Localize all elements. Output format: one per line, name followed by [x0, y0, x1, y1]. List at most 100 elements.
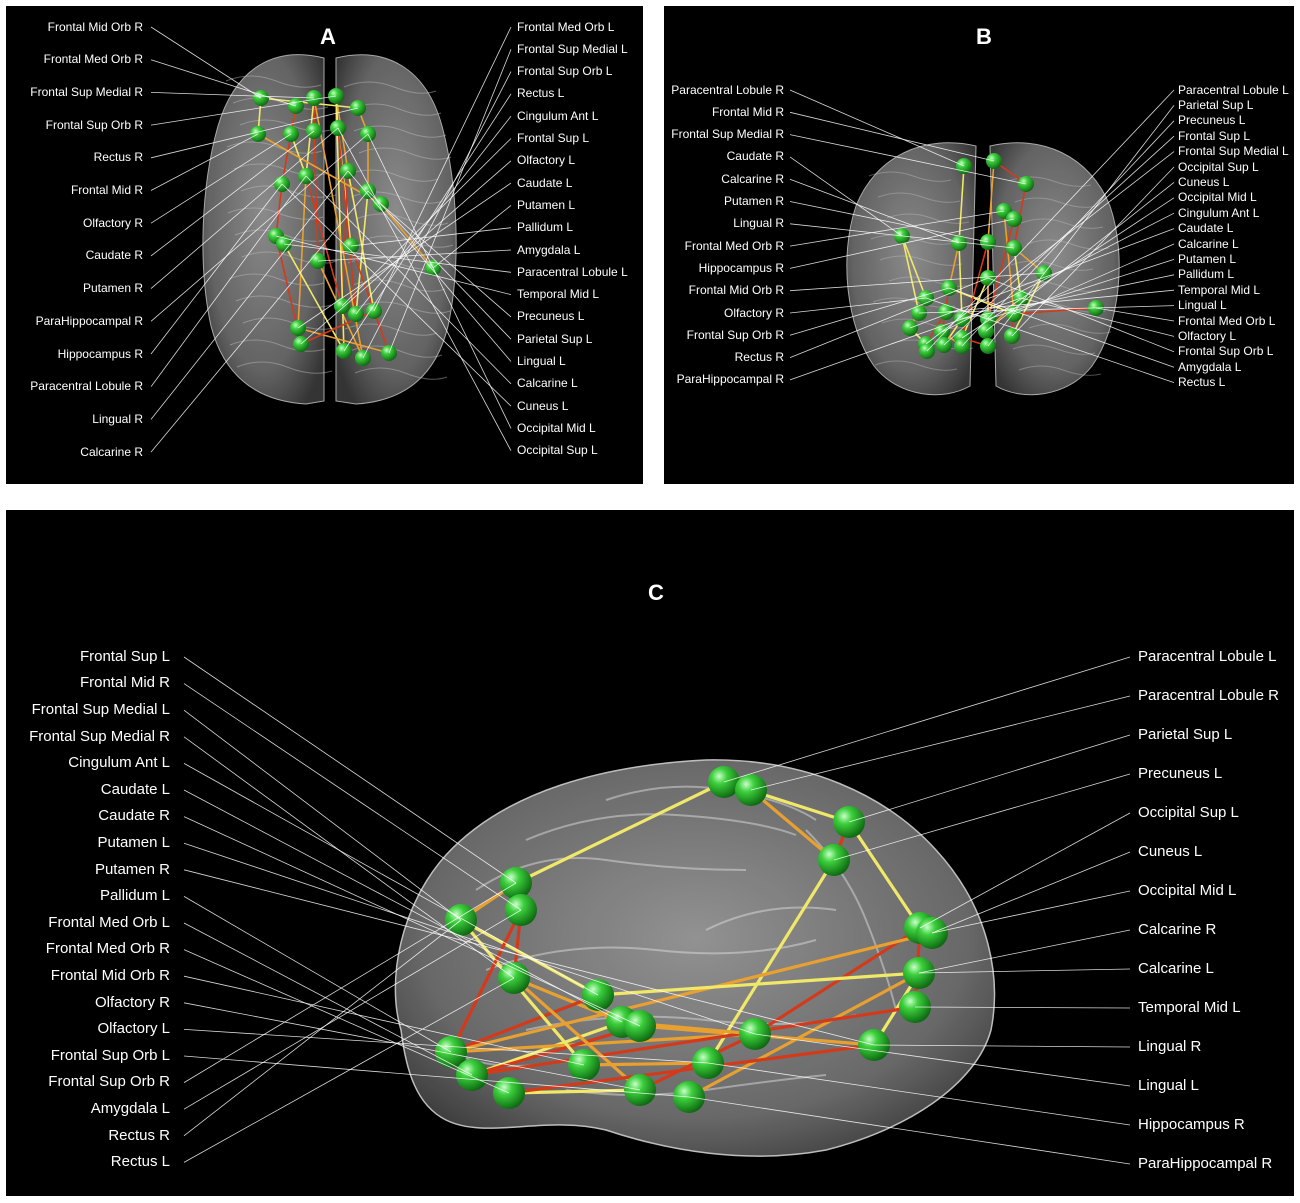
leader-line — [873, 1044, 1131, 1048]
panel-a-right-label: Temporal Mid L — [517, 287, 600, 302]
panel-c-right-label: Paracentral Lobule L — [1138, 647, 1277, 665]
connection-edge — [449, 1032, 757, 1054]
connection-edge — [380, 203, 434, 269]
leader-line — [723, 656, 1131, 783]
panel-c-right-label: Calcarine L — [1138, 959, 1214, 977]
panel-a-left-label: Olfactory R — [82, 215, 143, 230]
leader-line — [183, 1055, 690, 1098]
panel-a-left-label: Lingual R — [92, 411, 143, 426]
connection-edge — [297, 327, 390, 354]
leader-line — [789, 223, 1015, 249]
panel-a-left-label: Frontal Med Orb R — [43, 52, 143, 67]
panel-b-right-label: Parietal Sup L — [1178, 97, 1254, 112]
panel-b-right-label: Frontal Sup Medial L — [1178, 144, 1289, 159]
panel-b-right-label: Temporal Mid L — [1178, 282, 1261, 297]
panel-c-left-label: Frontal Mid Orb R — [50, 966, 170, 984]
connection-edge — [582, 1061, 710, 1067]
leader-line — [183, 882, 517, 1083]
region-node — [360, 126, 376, 142]
panel-a-left-label: Frontal Mid R — [70, 183, 143, 198]
gyrus-line — [225, 75, 322, 88]
panel-b-brain-view — [789, 89, 1175, 396]
connection-edge — [449, 993, 600, 1054]
panel-b-left-label: Frontal Mid R — [711, 104, 784, 119]
leader-line — [918, 305, 1175, 314]
panel-b-right-label: Precuneus L — [1178, 113, 1246, 128]
gyrus-line — [1020, 218, 1104, 229]
sulcus-line — [485, 939, 817, 971]
leader-line — [789, 134, 1027, 185]
connection-edge — [512, 976, 642, 1092]
leader-line — [961, 274, 1175, 320]
connection-edge — [958, 242, 963, 320]
panel-c-left-label: Caudate L — [100, 780, 170, 798]
panel-c-right-label: Precuneus L — [1138, 764, 1223, 782]
leader-line — [150, 26, 262, 99]
panel-c-left-label: Frontal Mid R — [79, 674, 170, 692]
leader-line — [183, 683, 522, 911]
panel-a-right-label: Rectus L — [517, 86, 565, 101]
panel-b-right-label: Paracentral Lobule L — [1178, 82, 1289, 97]
connection-edge — [1003, 210, 1015, 315]
gyrus-line — [1018, 365, 1102, 376]
connection-edge — [901, 235, 927, 299]
leader-line — [789, 201, 989, 243]
leader-line — [317, 249, 512, 262]
connection-edge — [901, 235, 920, 314]
connection-edge — [459, 918, 586, 1067]
panel-b-left-label: Calcarine R — [721, 171, 784, 186]
leader-line — [183, 816, 641, 1027]
panel-a-right-label: Precuneus L — [517, 309, 585, 324]
panel-b-right-label: Caudate L — [1178, 221, 1234, 236]
panel-c-left-label: Frontal Sup Orb R — [48, 1073, 170, 1091]
panel-b-left-label: Paracentral Lobule R — [671, 82, 784, 97]
connection-edge — [470, 1005, 917, 1077]
sulcus-line — [705, 906, 837, 931]
panel-c-left-label: Putamen L — [97, 833, 170, 851]
leader-line — [688, 1096, 1131, 1165]
leader-line — [347, 170, 512, 362]
panel-b-label: B — [976, 24, 992, 49]
leader-line — [305, 175, 512, 385]
leader-line — [183, 922, 473, 1076]
panel-a-right-label: Parietal Sup L — [517, 331, 593, 346]
panel-b-right-label: Cuneus L — [1178, 174, 1230, 189]
gyrus-line — [1026, 239, 1110, 250]
panel-b-left-label: Hippocampus R — [698, 260, 784, 275]
panel-a-left-label: Caudate R — [85, 248, 143, 263]
leader-line — [341, 138, 512, 307]
leader-line — [183, 789, 623, 1023]
panel-b-left-label: Lingual R — [733, 216, 784, 231]
leader-line — [919, 812, 1131, 929]
connection-edge — [337, 127, 357, 315]
leader-line — [183, 977, 515, 1163]
gyrus-line — [358, 147, 452, 160]
leader-line — [931, 890, 1131, 934]
leader-line — [183, 763, 599, 996]
panel-a-right-label: Amygdala L — [517, 242, 581, 257]
panel-c-right-label: Paracentral Lobule R — [1138, 686, 1279, 704]
connection-edge — [1013, 307, 1097, 315]
panel-c-left-label: Rectus L — [110, 1153, 170, 1171]
panel-b-right-label: Frontal Sup Orb L — [1178, 344, 1274, 359]
connection-edge — [297, 175, 307, 329]
leader-line — [754, 1033, 1131, 1087]
leader-line — [150, 133, 292, 224]
panel-a-left-label: Putamen R — [82, 281, 143, 296]
leader-line — [931, 851, 1131, 934]
panel-c-brain-view — [183, 656, 1131, 1165]
panel-a-right-label: Frontal Sup L — [517, 131, 590, 146]
panel-b-left-label: Frontal Sup Medial R — [671, 127, 784, 142]
leader-line — [297, 182, 512, 329]
panel-c-label: C — [648, 580, 664, 605]
leader-line — [789, 111, 995, 162]
leader-line — [183, 709, 462, 921]
leader-line — [918, 968, 1131, 974]
leader-line — [150, 95, 337, 126]
panel-c-right-label: Occipital Mid L — [1138, 881, 1237, 899]
connection-edge — [753, 926, 922, 1036]
gyrus-line — [874, 360, 958, 371]
connection-edge — [749, 788, 836, 862]
leader-line — [373, 26, 512, 312]
